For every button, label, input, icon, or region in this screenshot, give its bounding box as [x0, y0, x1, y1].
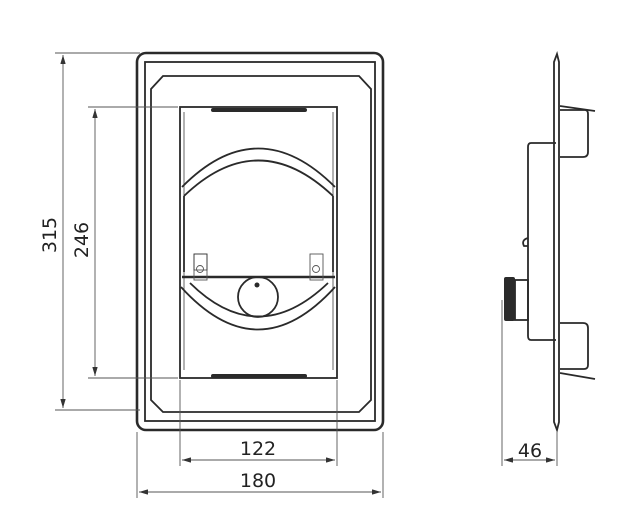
dimension-246: 246 [71, 106, 178, 379]
dimension-180: 180 [136, 432, 384, 498]
frame-inner-edge [144, 61, 376, 422]
side-knob [504, 277, 515, 321]
side-view [504, 50, 596, 434]
upper-bracket [560, 109, 589, 158]
outer-frame [135, 51, 385, 432]
nut-icon [312, 265, 320, 273]
damper-lower-arc [180, 286, 336, 331]
damper-upper-arc [181, 147, 336, 188]
dim-label-180: 180 [240, 470, 276, 492]
side-knob-stem [514, 279, 529, 321]
dim-label-246: 246 [71, 222, 93, 258]
side-body [527, 142, 556, 341]
damper-knob-circle [237, 276, 279, 318]
dim-label-315: 315 [39, 217, 61, 253]
front-view [135, 51, 385, 432]
dimension-46: 46 [501, 300, 558, 466]
chamfered-panel [150, 75, 372, 413]
dim-label-46: 46 [518, 440, 542, 462]
dim-label-122: 122 [240, 438, 276, 460]
side-plate [553, 50, 560, 434]
dimension-122: 122 [179, 380, 338, 466]
nut-icon [196, 265, 204, 273]
left-clip [193, 253, 208, 281]
right-clip [309, 253, 324, 281]
dimension-315: 315 [39, 52, 140, 411]
lower-bracket [560, 322, 589, 370]
